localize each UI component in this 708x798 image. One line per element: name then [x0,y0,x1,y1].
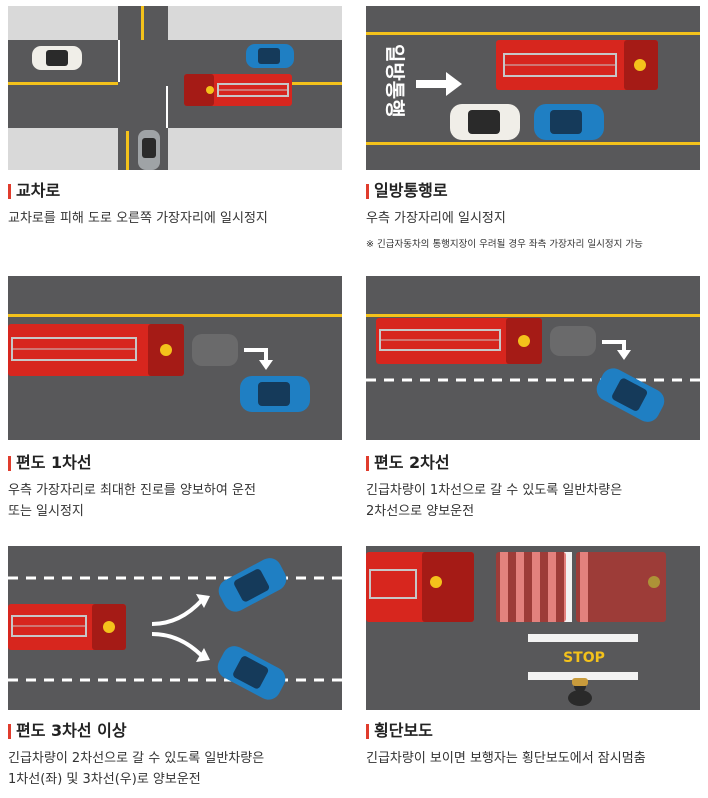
panel-desc-line: 긴급차량이 1차선으로 갈 수 있도록 일반차량은 [366,483,623,498]
stop-road-text: STOP [563,650,605,666]
pedestrian-icon [568,678,592,706]
panel-desc-line: 우측 가장자리에 일시정지 [366,211,506,226]
panel-title: 일방통행로 [366,182,448,200]
panel-desc-line: 또는 일시정지 [8,504,84,519]
panel-desc-line: 우측 가장자리로 최대한 진로를 양보하여 운전 [8,483,256,498]
fire-truck-icon [8,604,126,650]
panel-desc-line: 긴급차량이 2차선으로 갈 수 있도록 일반차량은 [8,751,265,766]
panel-desc-line: 2차선으로 양보운전 [366,504,475,519]
panel-desc-line: 교차로를 피해 도로 오른쪽 가장자리에 일시정지 [8,211,268,226]
panel-desc-line: 긴급차량이 보이면 보행자는 횡단보도에서 잠시멈춤 [366,751,646,766]
panel-intersection: 교차로 교차로를 피해 도로 오른쪽 가장자리에 일시정지 [8,6,342,226]
panel-title: 편도 3차선 이상 [8,722,127,740]
panel-title: 편도 1차선 [8,454,92,472]
white-car-icon [450,104,520,140]
blue-car-icon [218,558,287,612]
three-lane-illustration [8,546,342,710]
arrow-curve-icon [244,348,273,370]
fire-truck-icon [496,40,658,90]
panel-two-lane: 편도 2차선 긴급차량이 1차선으로 갈 수 있도록 일반차량은 2차선으로 양… [366,276,700,519]
arrow-right-icon [416,72,462,96]
panel-title: 편도 2차선 [366,454,450,472]
one-lane-illustration [8,276,342,440]
panel-note: ※ 긴급자동차의 통행지장이 우려될 경우 좌측 가장자리 일시정지 가능 [366,239,643,250]
fire-truck-icon [366,552,474,622]
two-lane-illustration [366,276,700,440]
panel-one-lane: 편도 1차선 우측 가장자리로 최대한 진로를 양보하여 운전 또는 일시정지 [8,276,342,519]
blue-car-icon [246,44,294,68]
arrow-curve-icon [602,340,631,360]
ghost-car-icon [192,334,238,366]
panel-title: 횡단보도 [366,722,433,740]
panel-one-way: 일방통행 일방통행로 우측 가장자리에 일시정지 ※ 긴급자동차의 통행지장이 … [366,6,700,250]
blue-car-icon [596,368,665,422]
panel-three-lane: 편도 3차선 이상 긴급차량이 2차선으로 갈 수 있도록 일반차량은 1차선(… [8,546,342,787]
one-way-illustration: 일방통행 [366,6,700,170]
panel-desc-line: 1차선(좌) 및 3차선(우)로 양보운전 [8,772,201,787]
fire-truck-motion-icon [496,552,666,622]
road-text-one-way: 일방통행 [383,44,407,118]
panel-title: 교차로 [8,182,60,200]
split-arrow-icon [151,594,210,662]
blue-car-icon [240,376,310,412]
ghost-car-icon [550,326,596,356]
white-car-icon [32,46,82,70]
gray-car-icon [138,130,160,170]
intersection-illustration [8,6,342,170]
fire-truck-icon [8,324,184,376]
blue-car-icon [534,104,604,140]
blue-car-icon [217,646,286,700]
fire-truck-icon [376,318,542,364]
panel-crosswalk: STOP 횡단보도 긴급차량이 보이면 보행자는 횡단보도에서 잠시멈춤 [366,546,700,766]
crosswalk-illustration: STOP [366,546,700,710]
fire-truck-icon [184,74,292,106]
